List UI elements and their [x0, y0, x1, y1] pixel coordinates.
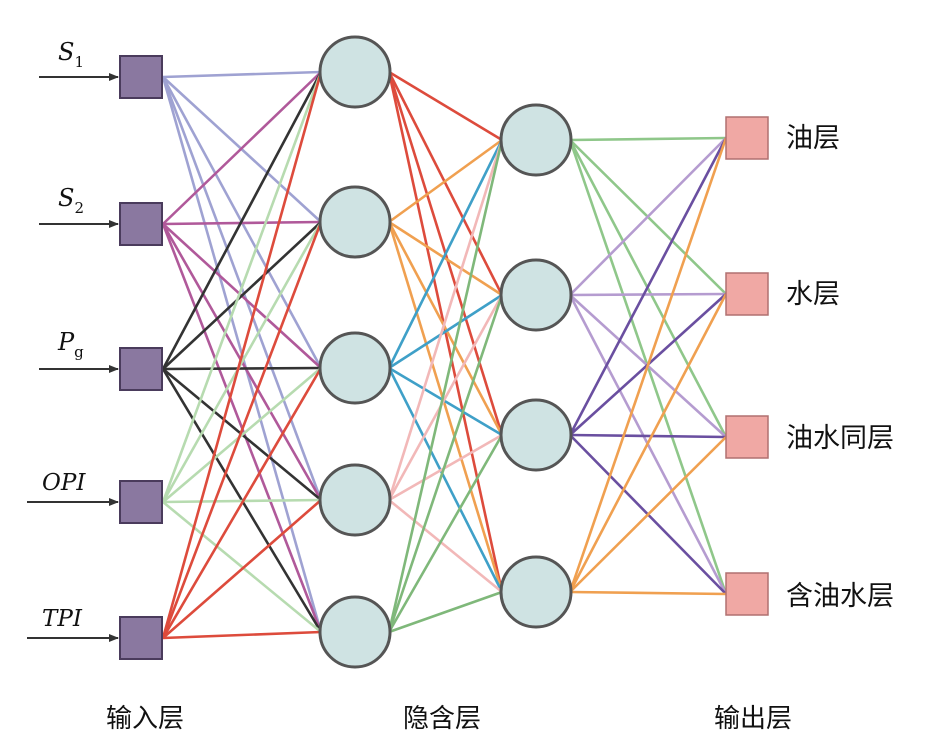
edge-hidden2-2-output-0	[568, 137, 728, 436]
edge-hidden1-4-hidden2-3	[388, 590, 503, 634]
input-node-0	[119, 55, 163, 99]
edge-input-4-hidden1-0	[161, 71, 323, 639]
edge-hidden1-2-hidden2-3	[387, 367, 504, 593]
edge-input-4-hidden1-3	[162, 499, 322, 639]
edge-input-2-hidden1-1	[162, 221, 322, 370]
edge-hidden1-0-hidden2-0	[388, 70, 503, 142]
hidden-node-a-0	[318, 35, 392, 109]
output-node-3	[725, 572, 769, 616]
output-label-water: 水层	[786, 279, 840, 310]
edge-input-2-hidden1-0	[161, 71, 323, 370]
edge-hidden2-3-output-1	[568, 293, 728, 593]
edge-input-2-hidden1-2	[162, 366, 322, 371]
edge-hidden2-1-output-1	[569, 292, 727, 297]
hidden-node-b-3	[499, 555, 573, 629]
edge-hidden2-3-output-2	[569, 436, 727, 593]
edge-hidden1-4-hidden2-1	[387, 294, 504, 633]
input-node-3	[119, 480, 163, 524]
edge-hidden1-2-hidden2-2	[388, 366, 503, 437]
edge-input-0-hidden1-0	[162, 70, 322, 79]
edge-hidden2-0-output-0	[569, 136, 727, 142]
edge-input-1-hidden1-0	[162, 71, 322, 225]
edge-hidden1-1-hidden2-3	[387, 221, 504, 593]
edge-input-4-hidden1-2	[161, 367, 323, 639]
edge-hidden2-2-output-2	[569, 433, 727, 439]
edge-hidden1-2-hidden2-0	[387, 139, 504, 369]
hidden-node-b-1	[499, 258, 573, 332]
layer-label-hidden: 隐含层	[403, 704, 481, 734]
output-labels: 油层 水层 油水同层 含油水层	[786, 123, 894, 612]
input-label-tpi: TPI	[42, 606, 83, 632]
network-nodes	[119, 35, 769, 669]
hidden-node-a-2	[318, 331, 392, 405]
output-node-1	[725, 272, 769, 316]
edge-hidden1-0-hidden2-1	[387, 71, 504, 296]
layer-label-output: 输出层	[714, 704, 792, 734]
input-arrows	[27, 73, 119, 642]
layer-labels: 输入层 隐含层 输出层	[106, 704, 792, 734]
hidden-node-a-4	[318, 595, 392, 669]
edge-hidden1-4-hidden2-2	[387, 434, 504, 633]
input-labels: S1 S2 Pg OPI TPI	[42, 38, 86, 632]
edge-hidden1-2-hidden2-1	[388, 293, 503, 370]
edge-input-3-hidden1-4	[162, 500, 322, 634]
edge-hidden1-3-hidden2-3	[388, 498, 503, 594]
output-label-oil: 油层	[786, 123, 840, 154]
edge-hidden1-4-hidden2-0	[387, 139, 504, 633]
input-node-2	[119, 347, 163, 391]
edge-hidden1-3-hidden2-0	[387, 139, 504, 501]
input-node-1	[119, 202, 163, 246]
input-label-s1: S1	[58, 38, 84, 71]
output-label-oil-water: 油水同层	[786, 423, 894, 454]
input-label-pg: Pg	[57, 328, 84, 361]
edge-hidden1-1-hidden2-1	[388, 220, 503, 297]
input-node-4	[119, 616, 163, 660]
connection-lines	[161, 70, 728, 640]
hidden-node-a-3	[318, 463, 392, 537]
edge-hidden2-1-output-0	[569, 137, 727, 296]
output-label-oily-water: 含油水层	[786, 581, 894, 612]
input-label-s2: S2	[58, 184, 84, 217]
edge-input-4-hidden1-4	[162, 630, 322, 640]
edge-input-3-hidden1-0	[161, 71, 323, 503]
hidden-node-b-0	[499, 103, 573, 177]
edge-input-3-hidden1-2	[162, 367, 322, 503]
hidden-node-a-1	[318, 185, 392, 259]
edge-hidden1-1-hidden2-0	[388, 138, 503, 224]
edge-input-4-hidden1-1	[161, 221, 323, 639]
output-node-0	[725, 116, 769, 160]
edge-hidden2-3-output-3	[569, 590, 727, 596]
edge-input-3-hidden1-1	[161, 221, 323, 503]
output-node-2	[725, 415, 769, 459]
layer-label-input: 输入层	[106, 704, 184, 734]
input-label-opi: OPI	[42, 470, 86, 496]
edge-hidden2-3-output-0	[568, 137, 728, 593]
edge-hidden1-3-hidden2-1	[387, 294, 504, 501]
hidden-node-b-2	[499, 398, 573, 472]
edge-hidden1-1-hidden2-2	[387, 221, 504, 436]
